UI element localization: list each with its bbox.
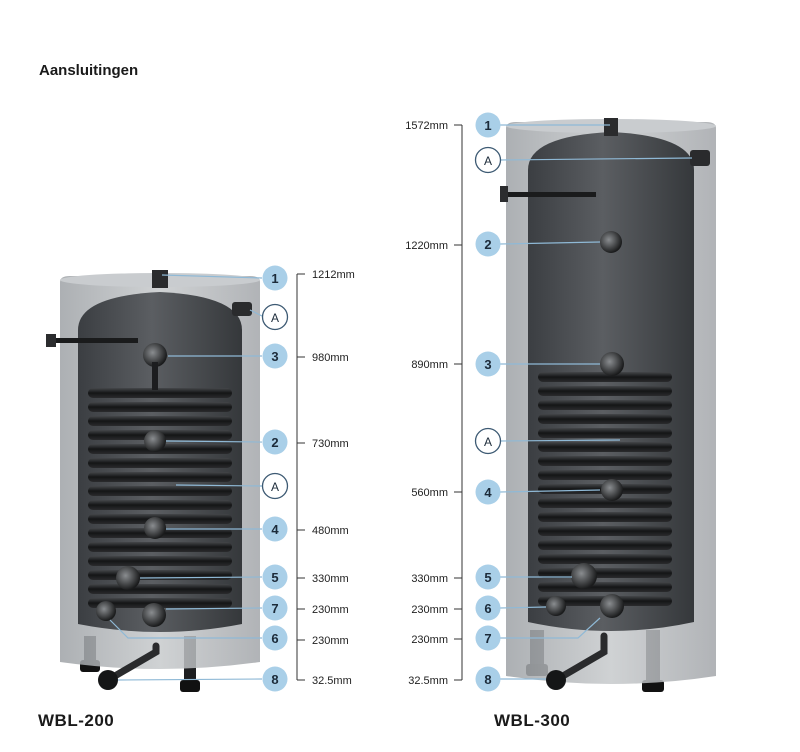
svg-text:8: 8 [484,672,491,687]
height-labels-wbl-200: 1212mm 980mm 730mm 480mm 330mm 230mm 230… [312,269,355,687]
badge-wbl300-a-top: A [474,146,502,174]
badge-wbl300-5: 5 [475,564,501,590]
svg-text:2: 2 [271,435,278,450]
leader-lines-wbl-200 [109,274,263,681]
badge-wbl200-a-mid: A [261,472,289,500]
model-label-wbl-200: WBL-200 [38,711,115,730]
height-wbl300-6: 230mm [411,604,448,616]
height-wbl300-3: 890mm [411,359,448,371]
svg-text:2: 2 [484,237,491,252]
svg-text:5: 5 [271,570,278,585]
badge-wbl200-2: 2 [262,429,288,455]
svg-text:A: A [271,311,279,325]
height-wbl300-2: 1220mm [405,240,448,252]
badge-wbl300-4: 4 [475,479,501,505]
height-wbl300-7: 230mm [411,634,448,646]
badge-wbl300-2: 2 [475,231,501,257]
height-wbl300-8: 32.5mm [408,675,448,687]
badge-wbl200-8: 8 [262,666,288,692]
height-wbl200-5: 330mm [312,573,349,585]
dimension-scale-wbl-200 [296,273,305,681]
height-wbl200-1: 1212mm [312,269,355,281]
svg-text:4: 4 [484,485,492,500]
svg-text:A: A [484,435,492,449]
badge-wbl300-6: 6 [475,595,501,621]
height-wbl300-1: 1572mm [405,120,448,132]
badge-wbl200-5: 5 [262,564,288,590]
svg-text:1: 1 [271,271,278,286]
badge-wbl300-7: 7 [475,625,501,651]
page-title: Aansluitingen [39,62,139,79]
badge-wbl300-3: 3 [475,351,501,377]
badge-wbl300-1: 1 [475,112,501,138]
height-wbl300-4: 560mm [411,487,448,499]
badge-wbl300-a-mid: A [474,427,502,455]
svg-text:7: 7 [484,631,491,646]
badge-wbl200-4: 4 [262,516,288,542]
svg-text:A: A [484,154,492,168]
height-wbl200-6: 230mm [312,635,349,647]
svg-text:3: 3 [484,357,491,372]
height-labels-wbl-300: 1572mm 1220mm 890mm 560mm 330mm 230mm 23… [405,120,448,687]
svg-text:6: 6 [271,631,278,646]
svg-text:1: 1 [484,118,491,133]
model-label-wbl-300: WBL-300 [494,711,571,730]
svg-text:8: 8 [271,672,278,687]
callout-badges-wbl-300: 1 A 2 3 A 4 5 6 7 8 [474,112,502,692]
svg-text:7: 7 [271,601,278,616]
svg-text:3: 3 [271,349,278,364]
height-wbl200-3: 980mm [312,352,349,364]
svg-text:6: 6 [484,601,491,616]
height-wbl200-7: 230mm [312,604,349,616]
badge-wbl300-8: 8 [475,666,501,692]
badge-wbl200-7: 7 [262,595,288,621]
tank-wbl-300 [500,118,716,692]
heat-exchanger-coil-wbl-300 [538,372,672,606]
badge-wbl200-1: 1 [262,265,288,291]
badge-wbl200-6: 6 [262,625,288,651]
badge-wbl200-3: 3 [262,343,288,369]
height-wbl200-4: 480mm [312,525,349,537]
callout-badges-wbl-200: 1 A 3 2 A 4 5 7 6 8 [261,265,289,692]
leader-lines-wbl-300 [499,124,693,680]
svg-text:4: 4 [271,522,279,537]
svg-text:5: 5 [484,570,491,585]
badge-wbl200-a-top: A [261,303,289,331]
svg-text:A: A [271,480,279,494]
height-wbl200-2: 730mm [312,438,349,450]
height-wbl200-8: 32.5mm [312,675,352,687]
height-wbl300-5: 330mm [411,573,448,585]
tank-wbl-200 [46,270,260,692]
dimension-scale-wbl-300 [454,124,463,681]
